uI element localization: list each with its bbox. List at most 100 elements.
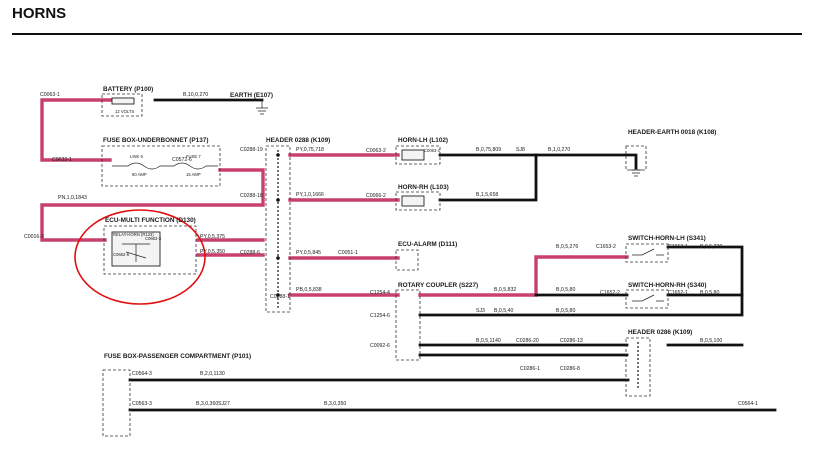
wire-pn-label: PN,1,0,1843 — [58, 195, 87, 201]
splice-sj27: SJ27 — [218, 401, 230, 407]
fuse-passenger-conn-b: C0563-3 — [132, 401, 152, 407]
header-earth-box — [625, 145, 647, 171]
wire-pb-838: PB,0,5,838 — [296, 287, 322, 293]
wire-b-658: B,1,5,658 — [476, 192, 498, 198]
rotary-coupler-box — [395, 289, 421, 361]
switch-rh-label: SWITCH-HORN-RH (S340) — [628, 282, 706, 289]
fuse-passenger-box — [102, 369, 131, 437]
header-k109-node — [276, 153, 280, 157]
wire-py-1666: PY,1,0,1666 — [296, 192, 324, 198]
rotary-conn-a: C1254-4 — [370, 290, 390, 296]
fuse-label: FUSE 7 — [186, 154, 201, 159]
fuse-conn-mid: C0572-6 — [172, 157, 192, 163]
ecu-alarm-conn: C0051-1 — [338, 250, 358, 256]
horn-lh-block: HORN-LH (L102) C0063-2 C0063-1 — [366, 137, 448, 165]
page-title: HORNS — [12, 5, 66, 22]
wire-b-1140: B,0,5,1140 — [476, 338, 501, 344]
wire-py-375: PY,0,5,375 — [200, 234, 225, 240]
horn-lh-label: HORN-LH (L102) — [398, 137, 448, 144]
switch-lh-conn-in: C1653-2 — [596, 244, 616, 250]
battery-icon — [111, 97, 135, 105]
wire-py-718: PY,0,75,718 — [296, 147, 324, 153]
black-wires — [128, 98, 777, 412]
ecu-alarm-box — [395, 249, 419, 271]
fuse-passenger-conn-end: C0564-1 — [738, 401, 758, 407]
wire-py-845: PY,0,5,845 — [296, 250, 321, 256]
wire-b-270: B,1,0,270 — [548, 147, 570, 153]
switch-lh-box — [625, 243, 669, 263]
ecu-alarm-label: ECU-ALARM (D111) — [398, 241, 457, 248]
header-earth-block: HEADER-EARTH 0018 (K108) — [625, 129, 716, 177]
wire-b-80-b: B,0,5,80 — [700, 290, 719, 296]
wire-py-350: PY,0,5,350 — [200, 249, 225, 255]
earth-wire-label: B,10,0,270 — [183, 92, 208, 98]
rotary-coupler-label: ROTARY COUPLER (S227) — [398, 282, 478, 289]
fuse-underbonnet-box — [101, 145, 221, 187]
horn-lh-icon — [401, 149, 425, 161]
horn-rh-icon — [401, 195, 425, 207]
ecu-multi-function-block: ECU-MULTI FUNCTION (D130) RELAY-HORN (R1… — [24, 217, 197, 275]
rotary-coupler-block: ROTARY COUPLER (S227) C1254-4 C1254-6 C0… — [370, 282, 478, 361]
switch-rh-symbol — [632, 294, 664, 302]
link-amp: 60 AMP — [132, 172, 147, 177]
horn-rh-box — [395, 191, 441, 211]
splice-sj3: SJ3 — [476, 308, 485, 314]
fuse-box-passenger-block: FUSE BOX-PASSENGER COMPARTMENT (P101) C0… — [102, 353, 758, 437]
wire-b-80-a: B,0,5,80 — [556, 287, 575, 293]
battery-conn-label: C0063-1 — [40, 92, 60, 98]
header-k109-node — [276, 256, 280, 260]
ecu-conn-b: C0663-3 — [145, 236, 162, 241]
switch-lh-symbol — [632, 248, 664, 256]
fuse-link-symbol — [112, 162, 218, 170]
battery-label: BATTERY (P100) — [103, 86, 153, 93]
header-k109-node — [276, 198, 280, 202]
battery-block: BATTERY (P100) 12 VOLTS C0063-1 B,10,0,2… — [40, 86, 273, 117]
header-k109b-conn-c: C0286-1 — [520, 366, 540, 372]
horn-lh-conn-in: C0063-2 — [366, 148, 386, 154]
header-k109-label: HEADER 0288 (K109) — [266, 137, 330, 144]
rotary-conn-b: C1254-6 — [370, 313, 390, 319]
wire-b-832: B,0,5,832 — [494, 287, 516, 293]
fuse-conn-left: C0632-1 — [52, 157, 72, 163]
wire-b-80-c: B,0,5,80 — [556, 308, 575, 314]
rotary-conn-c: C0092-6 — [370, 343, 390, 349]
earth-icon — [630, 169, 642, 177]
header-0288-block: HEADER 0288 (K109) C0288-19 C0288-18 C02… — [240, 137, 330, 313]
horn-rh-block: HORN-RH (L103) C0066-2 — [366, 184, 449, 211]
header-k109b-conn-d: C0286-8 — [560, 366, 580, 372]
horn-lh-conn-out: C0063-1 — [424, 148, 441, 153]
wire-b-350: B,3,0,350 — [324, 401, 346, 407]
battery-rating: 12 VOLTS — [115, 109, 134, 114]
ecu-multi-box — [103, 225, 197, 275]
ecu-conn-a: C0662-6 — [113, 252, 130, 257]
header-k109b-label: HEADER 0286 (K109) — [628, 329, 692, 336]
header-0286-block: HEADER 0286 (K109) C0286-20 C0286-13 C02… — [516, 329, 692, 397]
ecu-alarm-block: ECU-ALARM (D111) C0051-1 — [338, 241, 457, 271]
fuse-box-underbonnet-block: FUSE BOX-UNDERBONNET (P137) LINK 5 60 AM… — [52, 137, 221, 187]
relay-horn-label: RELAY-HORN (R133) — [113, 232, 154, 237]
header-conn-top: C0288-19 — [240, 147, 263, 153]
horn-lh-box — [395, 145, 441, 165]
fuse-passenger-conn-a: C0564-3 — [132, 371, 152, 377]
wire-b-276: B,0,5,276 — [556, 244, 578, 250]
earth-e107-icon — [256, 107, 268, 115]
header-k109-box — [265, 145, 291, 313]
wire-b-40: B,0,5,40 — [494, 308, 513, 314]
header-k109b-conn-b: C0286-13 — [560, 338, 583, 344]
header-k109-node — [276, 293, 280, 297]
header-conn-c: C0288-1 — [270, 294, 290, 300]
switch-rh-box — [625, 289, 669, 309]
battery-box — [101, 93, 143, 117]
header-k109b-box — [625, 337, 651, 397]
link-label: LINK 5 — [130, 154, 143, 159]
switch-horn-rh-block: SWITCH-HORN-RH (S340) C1652-2 C1652-1 — [600, 282, 706, 309]
switch-rh-conn-in: C1652-2 — [600, 290, 620, 296]
wire-b-100: B,0,5,100 — [700, 338, 722, 344]
switch-rh-conn-out: C1652-1 — [668, 290, 688, 296]
wire-b-230: B,0,5,230 — [700, 244, 722, 250]
header-conn-b: C0288-6 — [240, 250, 260, 256]
highlight-circle — [74, 209, 206, 305]
switch-lh-conn-out: C1653-1 — [668, 244, 688, 250]
header-conn-a: C0288-18 — [240, 193, 263, 199]
